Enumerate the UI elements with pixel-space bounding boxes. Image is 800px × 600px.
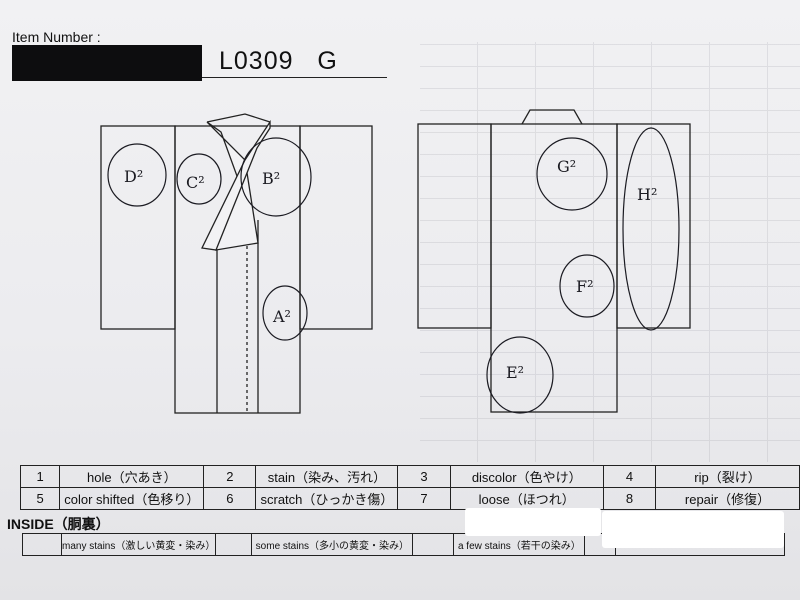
redaction-patch [602, 511, 784, 548]
mark-label-b: B² [262, 169, 280, 188]
mark-circle-b [240, 137, 312, 217]
mark-circle-d [107, 143, 167, 207]
legend-label: discolor（色やけ） [449, 465, 604, 488]
legend-row: 5 color shifted（色移り） 6 scratch（ひっかき傷） 7 … [19, 487, 800, 510]
checkbox-cell[interactable] [215, 533, 253, 556]
mark-label-a: A² [272, 307, 291, 326]
legend-number: 8 [602, 487, 657, 510]
legend-number: 1 [19, 465, 61, 488]
mark-circle-g [536, 137, 608, 211]
item-number-label: Item Number : [12, 29, 101, 45]
mark-circle-e [486, 336, 554, 414]
redaction-patch [465, 508, 601, 536]
front-right-sleeve [299, 125, 373, 330]
front-annotation-labels: D² C² B² A² [124, 167, 291, 326]
legend-number: 4 [602, 465, 657, 488]
inside-option-label: many stains（激しい黄変・染み） [60, 533, 217, 556]
mark-label-e: E² [506, 363, 524, 382]
legend-number: 6 [203, 487, 257, 510]
mark-circle-f [559, 254, 615, 318]
legend-label: scratch（ひっかき傷） [255, 487, 399, 510]
collar-top [206, 113, 271, 123]
legend-label: color shifted（色移り） [59, 487, 205, 510]
legend-number: 5 [19, 487, 61, 510]
mark-circle-a [262, 285, 308, 341]
mark-label-f: F² [576, 277, 594, 296]
item-code: L0309 G [219, 47, 338, 75]
checkbox-cell[interactable] [412, 533, 455, 556]
kimono-front [100, 113, 373, 414]
legend-label: loose（ほつれ） [449, 487, 604, 510]
back-collar [521, 109, 583, 125]
legend-number: 2 [203, 465, 257, 488]
legend-label: hole（穴あき） [59, 465, 205, 488]
legend-number: 3 [397, 465, 451, 488]
code-underline [202, 77, 387, 78]
legend-label: rip（裂け） [655, 465, 800, 488]
mark-label-d: D² [124, 167, 143, 186]
mark-circle-h [622, 127, 680, 331]
legend-label: stain（染み、汚れ） [255, 465, 399, 488]
legend-row: 1 hole（穴あき） 2 stain（染み、汚れ） 3 discolor（色や… [19, 465, 800, 488]
inside-option-label: a few stains（若干の染み） [453, 533, 586, 556]
inside-section-title: INSIDE（胴裏） [7, 516, 110, 532]
front-left-sleeve [100, 125, 176, 330]
legend-number: 7 [397, 487, 451, 510]
back-body [490, 123, 618, 413]
back-left-sleeve [417, 123, 492, 329]
mark-label-h: H² [637, 185, 657, 204]
back-annotation-labels: G² H² F² E² [506, 157, 657, 382]
mark-circle-c [176, 153, 222, 205]
show-through-grid [420, 42, 800, 462]
defect-legend-table: 1 hole（穴あき） 2 stain（染み、汚れ） 3 discolor（色や… [19, 465, 800, 510]
front-body [174, 125, 301, 414]
mark-label-c: C² [186, 173, 205, 192]
back-annotation-circles [486, 127, 680, 414]
kimono-back [417, 109, 691, 413]
mark-label-g: G² [557, 157, 576, 176]
inside-option-label: some stains（多小の黄変・染み） [251, 533, 414, 556]
redaction-bar [12, 45, 202, 81]
legend-label: repair（修復） [655, 487, 800, 510]
checkbox-cell[interactable] [22, 533, 62, 556]
front-annotation-circles [107, 137, 312, 341]
